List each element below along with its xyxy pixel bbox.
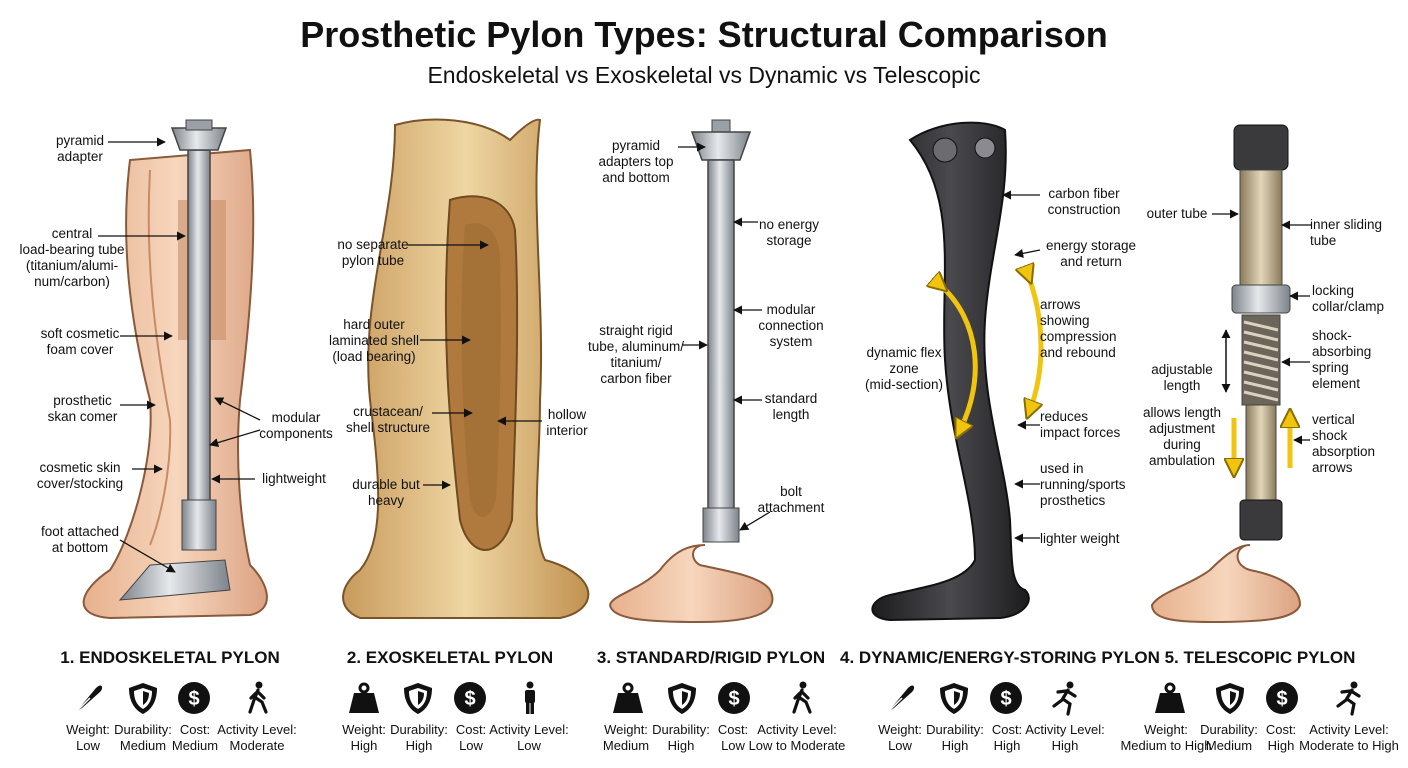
rating-activity: Activity Level: Low to Moderate (748, 722, 846, 753)
label-central-tube: central load-bearing tube (titanium/alum… (19, 226, 125, 289)
rating-weight: Weight: High (342, 722, 386, 753)
label-bolt-attachment: bolt attachment (757, 484, 825, 515)
label-modular-components: modular components (259, 410, 333, 441)
rigid-pylon-illustration (608, 119, 774, 624)
dollar-icon: $ (988, 680, 1024, 716)
rating-cost: Cost: Medium (171, 722, 219, 753)
label-dynamic-flex-zone: dynamic flex zone (mid-section) (864, 345, 943, 392)
rating-weight: Weight: Low (878, 722, 922, 753)
rating-cost: Cost: High (1265, 722, 1297, 753)
label-locking-collar: locking collar/clamp (1312, 283, 1385, 314)
shield-icon (400, 680, 436, 716)
feather-icon (70, 680, 106, 716)
label-energy-storage: energy storage and return (1045, 238, 1137, 269)
rating-cost: Cost: Low (455, 722, 487, 753)
label-foot-attached: foot attached at bottom (40, 524, 120, 555)
dollar-glyph: $ (1000, 688, 1011, 710)
rating-durability: Durability: High (926, 722, 984, 753)
rating-weight: Weight: Medium to High (1120, 722, 1212, 753)
label-vertical-shock: vertical shock absorption arrows (1312, 412, 1376, 475)
pylon-title-endoskeletal: 1. ENDOSKELETAL PYLON (60, 648, 280, 667)
rating-cost: Cost: Low (717, 722, 749, 753)
shield-icon (664, 680, 700, 716)
pylon-title-exoskeletal: 2. EXOSKELETAL PYLON (346, 648, 554, 667)
running-icon (1330, 680, 1366, 716)
rating-weight: Weight: Low (66, 722, 110, 753)
label-carbon-fiber: carbon fiber construction (1047, 186, 1121, 217)
label-spring-element: shock- absorbing spring element (1312, 328, 1372, 391)
page-title: Prosthetic Pylon Types: Structural Compa… (300, 14, 1108, 55)
shield-icon (125, 680, 161, 716)
label-reduces-impact: reduces impact forces (1040, 409, 1121, 440)
label-hollow-interior: hollow interior (546, 407, 588, 438)
pylon-title-dynamic: 4. DYNAMIC/ENERGY-STORING PYLON (840, 648, 1160, 667)
shield-icon (1212, 680, 1248, 716)
weight-icon (1152, 680, 1188, 716)
label-skin-cover: cosmetic skin cover/stocking (36, 460, 124, 491)
page-subtitle: Endoskeletal vs Exoskeletal vs Dynamic v… (427, 62, 981, 88)
dollar-icon: $ (176, 680, 212, 716)
label-pyramid-adapter: pyramid adapter (55, 133, 104, 164)
pylon-title-telescopic: 5. TELESCOPIC PYLON (1164, 648, 1356, 667)
rating-durability: Durability: Medium (1200, 722, 1258, 753)
pylon-title-rigid: 3. STANDARD/RIGID PYLON (596, 648, 826, 667)
label-lighter-weight: lighter weight (1040, 531, 1120, 546)
rating-activity: Activity Level: Moderate (217, 722, 297, 753)
dollar-glyph: $ (1276, 688, 1287, 710)
rating-activity: Activity Level: Moderate to High (1299, 722, 1399, 753)
label-adjustable-length: adjustable length (1151, 362, 1213, 393)
dollar-icon: $ (716, 680, 752, 716)
label-arrows-compression: arrows showing compression and rebound (1040, 297, 1117, 360)
label-no-energy-storage: no energy storage (758, 217, 820, 248)
label-modular-connection: modular connection system (758, 302, 824, 349)
label-straight-rigid-tube: straight rigid tube, aluminum/ titanium/… (587, 323, 685, 386)
telescopic-pylon-illustration (1150, 124, 1302, 624)
label-skin-comer: prosthetic skan comer (47, 393, 118, 424)
label-outer-tube: outer tube (1146, 206, 1208, 221)
label-pyramid-adapters: pyramid adapters top and bottom (598, 138, 674, 185)
label-no-separate-tube: no separate pylon tube (337, 237, 409, 268)
label-length-adjustment: allows length adjustment during ambulati… (1142, 405, 1222, 468)
feather-icon (882, 680, 918, 716)
label-standard-length: standard length (764, 391, 818, 422)
leader-lines (98, 137, 1312, 573)
label-inner-tube: inner sliding tube (1310, 217, 1383, 248)
walking-icon (784, 680, 820, 716)
label-durable-heavy: durable but heavy (352, 477, 420, 508)
dollar-glyph: $ (728, 688, 739, 710)
rating-activity: Activity Level: Low (489, 722, 569, 753)
dollar-icon: $ (1264, 680, 1300, 716)
exoskeletal-illustration (342, 118, 590, 619)
label-lightweight: lightweight (262, 471, 326, 486)
dollar-glyph: $ (464, 688, 475, 710)
rating-durability: Durability: High (390, 722, 448, 753)
walking-icon (240, 680, 276, 716)
label-outer-shell: hard outer laminated shell (load bearing… (328, 317, 420, 364)
rating-activity: Activity Level: High (1025, 722, 1105, 753)
label-shell-structure: crustacean/ shell structure (345, 404, 431, 435)
rating-weight: Weight: Medium (602, 722, 650, 753)
weight-icon (610, 680, 646, 716)
endoskeletal-illustration (82, 119, 268, 620)
shield-icon (936, 680, 972, 716)
label-foam-cover: soft cosmetic foam cover (40, 326, 120, 357)
dollar-icon: $ (452, 680, 488, 716)
rating-durability: Durability: Medium (114, 722, 172, 753)
weight-icon (346, 680, 382, 716)
label-running-sports: used in running/sports prosthetics (1040, 461, 1126, 508)
standing-icon (512, 680, 548, 716)
dynamic-pylon-illustration (871, 121, 1044, 622)
running-icon (1046, 680, 1082, 716)
dollar-glyph: $ (188, 688, 199, 710)
rating-cost: Cost: High (991, 722, 1023, 753)
rating-durability: Durability: High (652, 722, 710, 753)
